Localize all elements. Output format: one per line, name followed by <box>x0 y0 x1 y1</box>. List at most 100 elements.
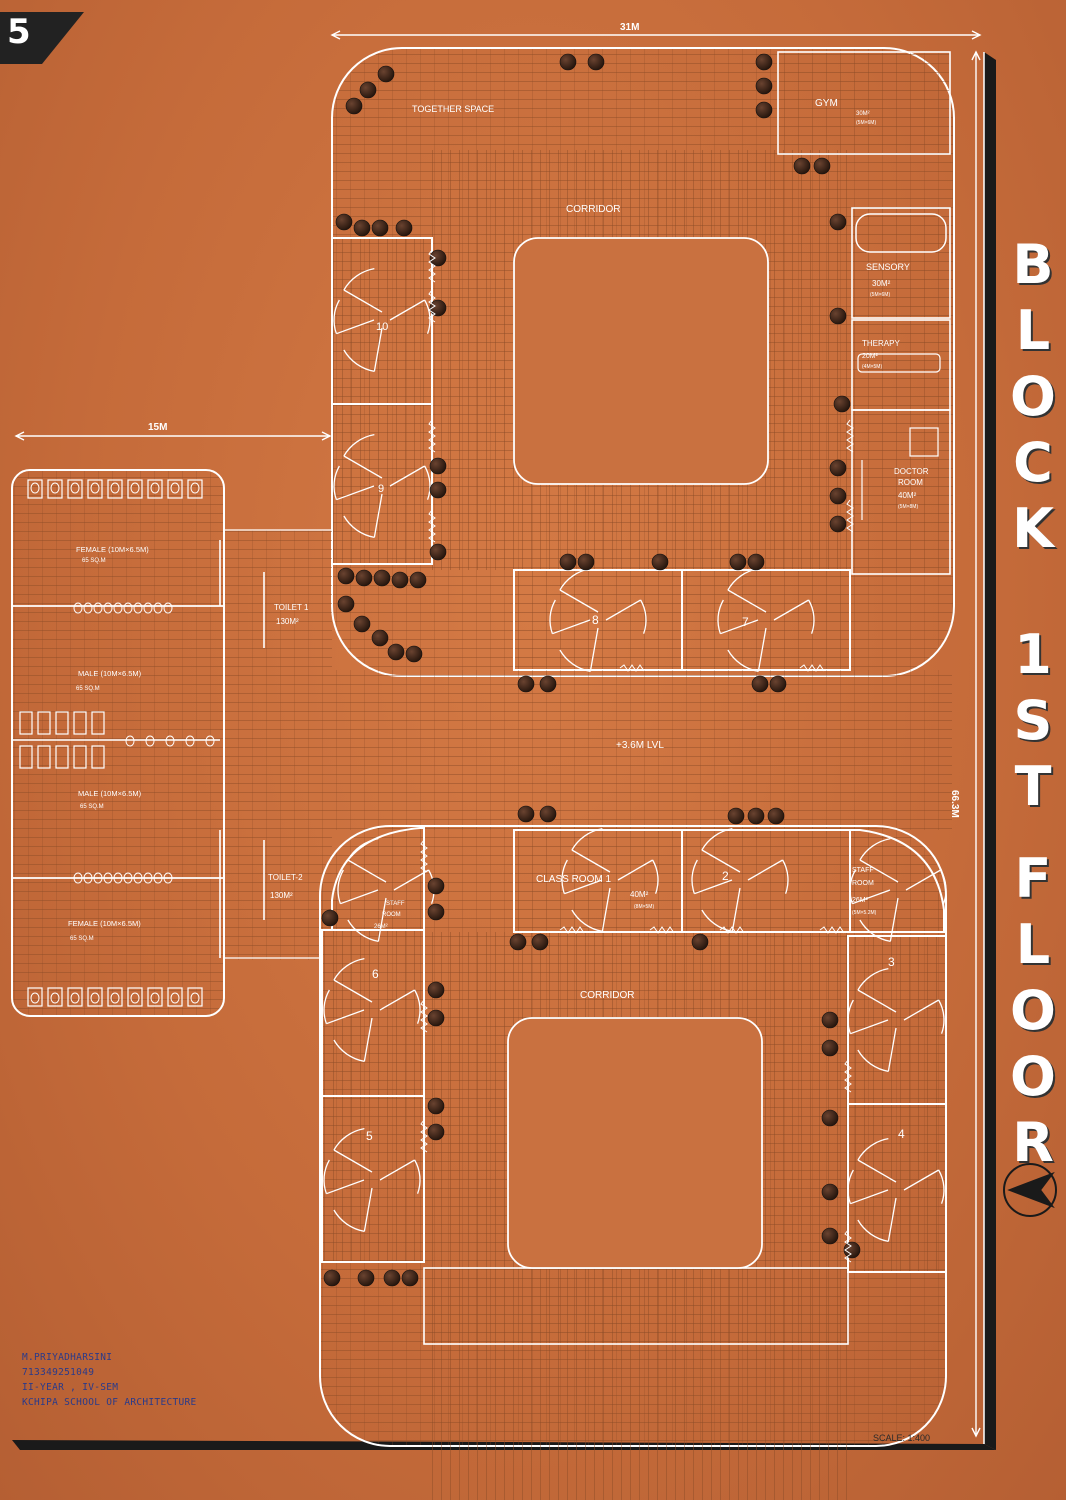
tree-icon <box>843 1241 861 1259</box>
tree-icon <box>813 157 831 175</box>
toilet-block <box>11 469 332 1017</box>
tree-icon <box>357 1269 375 1287</box>
tree-icon <box>383 1269 401 1287</box>
label-toilet-2-area: 130M² <box>270 891 293 900</box>
sheet-number-badge <box>0 12 84 64</box>
courtyard-top <box>513 237 769 485</box>
basin-icon <box>185 735 195 747</box>
wc-icon <box>27 987 43 1007</box>
tree-icon <box>355 569 373 587</box>
title-letter: R <box>1012 1111 1054 1174</box>
therapy-room <box>851 319 951 411</box>
tree-icon <box>559 553 577 571</box>
basin-icon <box>123 872 133 884</box>
label-class-3: 3 <box>888 955 895 969</box>
tree-icon <box>429 249 447 267</box>
label-staff-left-1: STAFF <box>386 901 405 907</box>
scale-note: SCALE: 1:400 <box>873 1433 931 1443</box>
basin-icon <box>153 602 163 614</box>
basin-icon <box>83 872 93 884</box>
tree-icon <box>829 515 847 533</box>
tree-icon <box>427 1123 445 1141</box>
urinal-icon <box>19 745 33 769</box>
credit-reg-no: 713349251049 <box>22 1367 95 1378</box>
tree-icon <box>373 569 391 587</box>
tree-icon <box>821 1039 839 1057</box>
doctor-room <box>851 409 951 575</box>
tree-icon <box>427 981 445 999</box>
credits-block: M.PRIYADHARSINI 713349251049 II-YEAR , I… <box>22 1350 197 1410</box>
label-doctor-2: ROOM <box>898 478 923 487</box>
bottom-block <box>319 825 947 1500</box>
north-arrow-icon <box>1003 1163 1057 1217</box>
label-class-2: 2 <box>722 869 729 883</box>
tree-icon <box>559 53 577 71</box>
tree-icon <box>727 807 745 825</box>
label-therapy: THERAPY <box>862 339 900 348</box>
title-letter: L <box>1015 913 1051 976</box>
label-female-bottom-area: 65 SQ.M <box>70 936 94 942</box>
basin-icon <box>163 602 173 614</box>
basin-icon <box>103 602 113 614</box>
label-male-top: MALE (10M×6.5M) <box>78 669 142 678</box>
tree-icon <box>587 53 605 71</box>
urinal-icon <box>37 745 51 769</box>
label-level: +3.6M LVL <box>616 740 664 751</box>
wc-icon <box>107 479 123 499</box>
tree-icon <box>829 307 847 325</box>
urinal-icon <box>37 711 51 735</box>
top-block <box>331 47 955 677</box>
tree-icon <box>387 643 405 661</box>
tree-icon <box>577 553 595 571</box>
basin-icon <box>73 872 83 884</box>
basin-icon <box>93 872 103 884</box>
label-female-bottom: FEMALE (10M×6.5M) <box>68 919 141 928</box>
title-letter: C <box>1013 431 1053 494</box>
label-female-top-area: 65 SQ.M <box>82 558 106 564</box>
basin-icon <box>133 602 143 614</box>
wc-icon <box>47 479 63 499</box>
tree-icon <box>409 571 427 589</box>
tree-icon <box>755 101 773 119</box>
basin-icon <box>143 602 153 614</box>
tree-icon <box>833 395 851 413</box>
tree-icon <box>391 571 409 589</box>
basin-icon <box>153 872 163 884</box>
wc-icon <box>167 987 183 1007</box>
tree-icon <box>405 645 423 663</box>
wc-icon <box>147 987 163 1007</box>
tree-icon <box>793 157 811 175</box>
tree-icon <box>427 903 445 921</box>
label-male-top-area: 65 SQ.M <box>76 686 100 692</box>
tree-icon <box>769 675 787 693</box>
basin-icon <box>165 735 175 747</box>
basin-icon <box>205 735 215 747</box>
sheet-number: 5 <box>7 12 31 52</box>
label-staff-right-area: 26M² <box>852 897 869 904</box>
tree-icon <box>359 81 377 99</box>
tree-icon <box>747 807 765 825</box>
label-class-9: 9 <box>378 483 384 495</box>
wc-icon <box>47 987 63 1007</box>
tree-icon <box>429 481 447 499</box>
wc-icon <box>147 479 163 499</box>
tree-icon <box>691 933 709 951</box>
label-class-1-dims: (8M×5M) <box>634 904 654 910</box>
tree-icon <box>371 629 389 647</box>
tree-icon <box>353 615 371 633</box>
title-letter: L <box>1015 299 1051 362</box>
credit-year: II-YEAR , IV-SEM <box>22 1382 119 1393</box>
tree-icon <box>651 553 669 571</box>
tree-icon <box>323 1269 341 1287</box>
sensory-room <box>851 207 951 319</box>
dim-top: 31M <box>620 22 639 33</box>
label-corridor-top: CORRIDOR <box>566 204 620 215</box>
tree-icon <box>337 567 355 585</box>
tree-icon <box>401 1269 419 1287</box>
tree-icon <box>539 675 557 693</box>
label-together-space: TOGETHER SPACE <box>412 104 494 114</box>
wc-icon <box>87 479 103 499</box>
title-letter: O <box>1010 365 1056 428</box>
label-gym-dims: (5M×6M) <box>856 120 876 126</box>
